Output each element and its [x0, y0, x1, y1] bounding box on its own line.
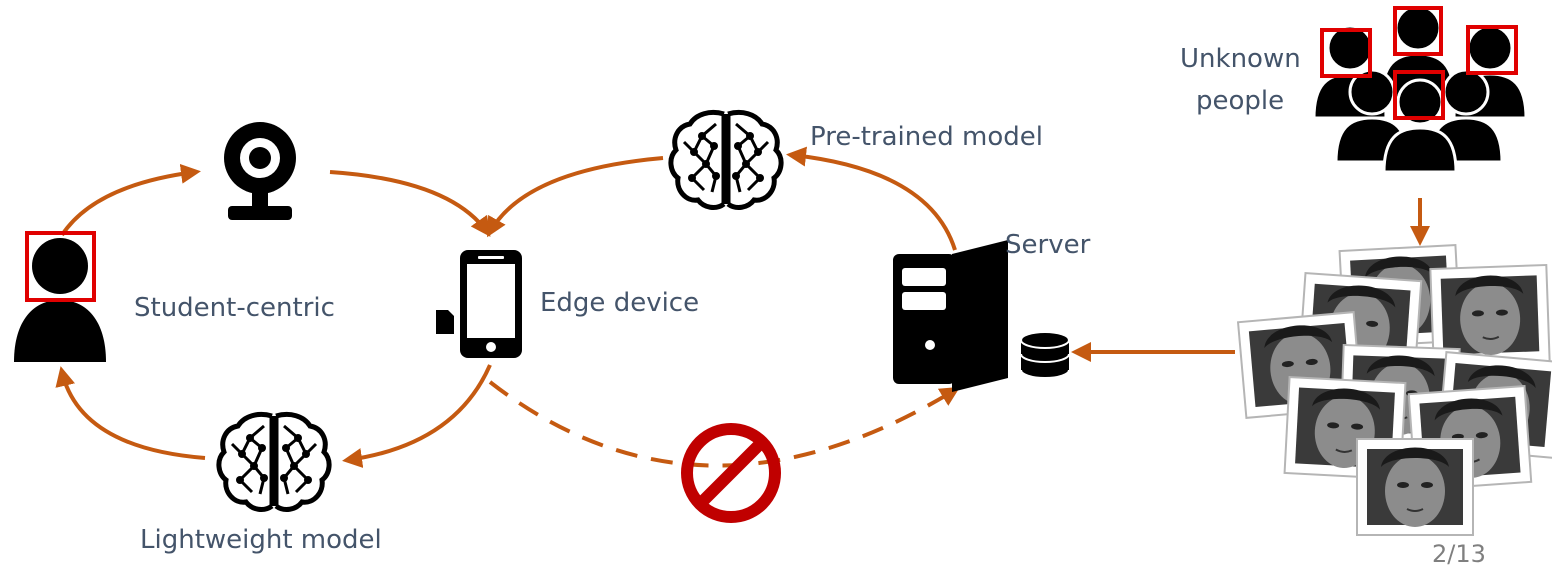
arrow-brain-to-edge [487, 156, 664, 238]
person-icon [14, 238, 106, 362]
brain-icon-pretrained [671, 112, 781, 207]
face-detection-box [25, 231, 96, 302]
label-unknown: Unknown [1180, 44, 1301, 74]
arrow-server-to-brain [786, 146, 957, 251]
label-edge-device: Edge device [540, 288, 700, 318]
prohibited-icon [681, 423, 781, 523]
smartphone-icon [460, 250, 522, 358]
database-icon [1020, 331, 1070, 379]
arrow-webcam-to-edge [329, 170, 491, 237]
arrow-student-to-webcam [60, 163, 201, 237]
page-number: 2/13 [1432, 540, 1486, 568]
arrows [55, 146, 1430, 468]
label-student-centric: Student-centric [134, 293, 335, 323]
label-people: people [1196, 86, 1285, 116]
webcam-icon [224, 122, 296, 220]
server-tower-icon [893, 240, 1008, 392]
arrow-edge-to-lightweight [342, 364, 492, 468]
label-server: Server [1005, 230, 1091, 260]
label-lightweight-model: Lightweight model [140, 525, 382, 555]
crowd-face-boxes [1320, 6, 1518, 120]
sd-card-icon [436, 310, 454, 334]
face-photos [1237, 244, 1552, 536]
label-pretrained-model: Pre-trained model [810, 122, 1043, 152]
arrow-lightweight-to-student [55, 366, 206, 460]
brain-icon-lightweight [219, 414, 329, 509]
